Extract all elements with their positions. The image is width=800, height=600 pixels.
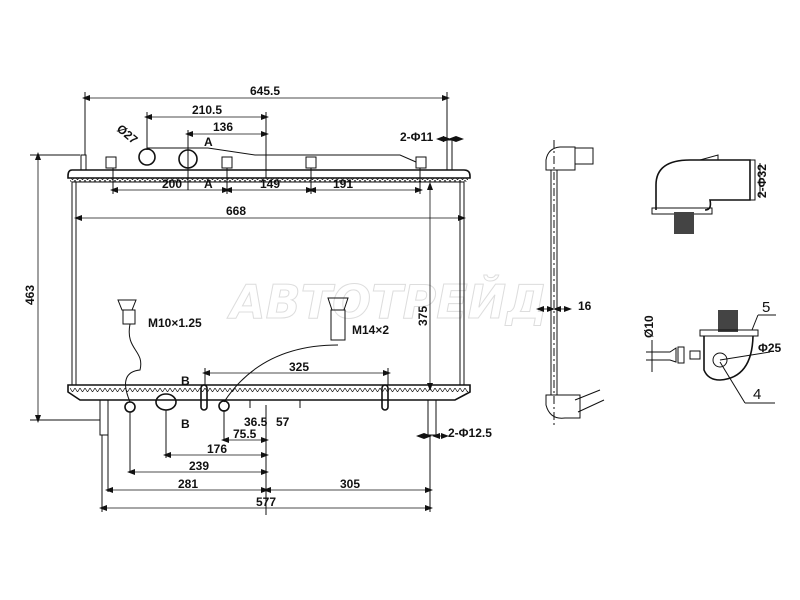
dim-dia10: Ø10 [642, 315, 656, 338]
dim-325: 325 [289, 360, 309, 374]
dim-200: 200 [162, 177, 182, 191]
dim-136: 136 [213, 120, 233, 134]
sensor-thread-label: M14×2 [352, 323, 389, 337]
dim-149: 149 [260, 177, 280, 191]
dimension-labels: 463 645.5 210.5 136 2-Φ11 Ø27 A A 200 14… [23, 84, 492, 509]
dim-57: 57 [276, 415, 290, 429]
section-a-bottom: A [204, 177, 213, 191]
section-a-top: A [204, 135, 213, 149]
dim-577: 577 [256, 495, 276, 509]
section-b-top: B [181, 374, 190, 388]
dim-176: 176 [207, 442, 227, 456]
section-b-bottom: B [181, 417, 190, 431]
dim-239: 239 [189, 459, 209, 473]
dim-191: 191 [333, 177, 353, 191]
dim-305: 305 [340, 477, 360, 491]
dim-463: 463 [23, 285, 37, 305]
watermark: АВТОТРЕЙД [227, 275, 547, 329]
dim-hole-top: 2-Φ11 [400, 130, 434, 144]
dim-pipe-dia: Ø27 [114, 122, 141, 148]
dim-375: 375 [416, 306, 430, 326]
upper-pipe-icon [138, 148, 156, 166]
dim-pipe-detail: 2-Φ32 [755, 164, 769, 198]
radiator-side-view: 16 [536, 140, 605, 425]
callout-4: 4 [753, 386, 761, 403]
dimension-lines [30, 92, 466, 515]
dim-36-5: 36.5 [244, 415, 268, 429]
dim-645-5: 645.5 [250, 84, 280, 98]
callout-5: 5 [762, 299, 770, 316]
dim-281: 281 [178, 477, 198, 491]
dim-dia25: Φ25 [758, 341, 782, 355]
dim-668: 668 [226, 204, 246, 218]
dim-hole-bottom: 2-Φ12.5 [448, 426, 492, 440]
dim-75-5: 75.5 [233, 427, 257, 441]
drain-thread-label: M10×1.25 [148, 316, 202, 330]
dim-210-5: 210.5 [192, 103, 222, 117]
dim-16: 16 [578, 299, 592, 313]
lower-tank-detail: Ø10 Φ25 5 4 [642, 299, 782, 404]
upper-tank-detail: 2-Φ32 [651, 154, 769, 234]
